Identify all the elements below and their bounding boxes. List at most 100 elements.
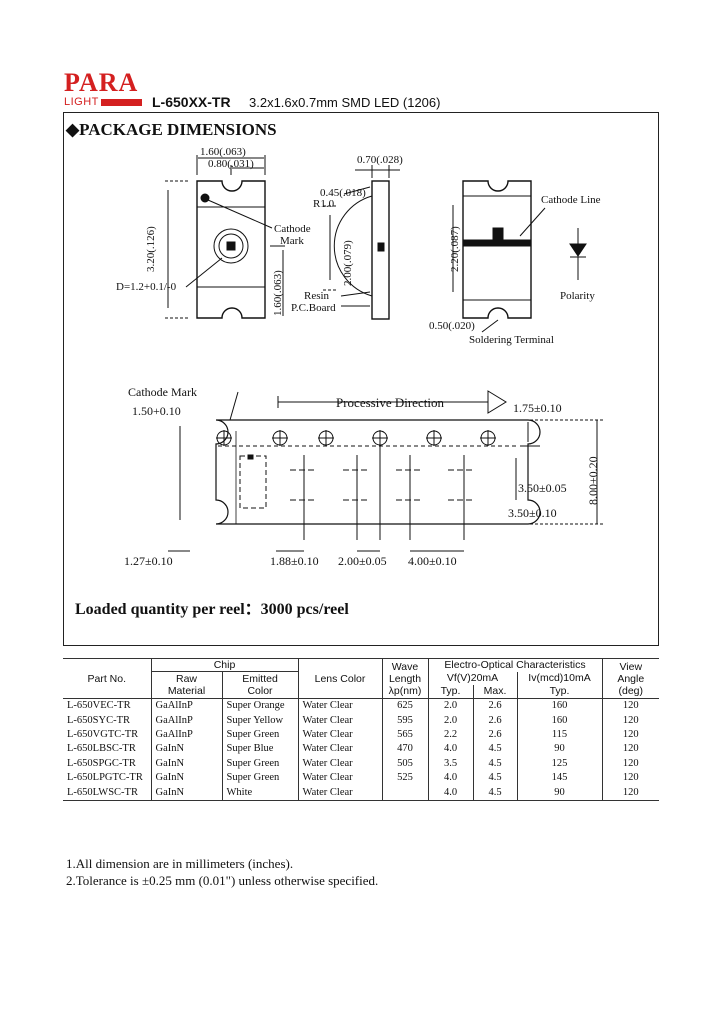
characteristics-table: Part No. Chip Lens Color Wave Length λp(… bbox=[63, 658, 659, 801]
table-cell: L-650VGTC-TR bbox=[63, 727, 152, 743]
table-cell: GaInN bbox=[151, 770, 223, 786]
dim-left-320: 3.20(.126) bbox=[145, 226, 157, 272]
table-cell: GaInN bbox=[151, 756, 223, 771]
table-cell: Water Clear bbox=[298, 756, 383, 771]
dim-tape-200: 2.00±0.05 bbox=[338, 554, 387, 568]
dim-tape-800: 8.00±0.20 bbox=[586, 456, 600, 505]
table-cell: GaAlInP bbox=[151, 727, 223, 743]
dim-top-160: 1.60(.063) bbox=[200, 146, 246, 158]
table-cell: Water Clear bbox=[298, 742, 383, 757]
package-frame bbox=[63, 112, 659, 646]
th-view-1: View bbox=[619, 660, 643, 673]
table-cell: Super Green bbox=[222, 756, 299, 771]
logo-para: PARA bbox=[64, 68, 139, 97]
dim-side-045: 0.45(.018) bbox=[320, 187, 366, 199]
logo-bar bbox=[101, 99, 142, 106]
note-2: 2.Tolerance is ±0.25 mm (0.01") unless o… bbox=[66, 873, 379, 888]
dim-side-r: R1.0 bbox=[313, 198, 335, 210]
table-cell: Water Clear bbox=[298, 785, 383, 801]
th-part-no: Part No. bbox=[63, 658, 152, 699]
th-emitted-color: Emitted Color bbox=[222, 671, 299, 699]
th-vf: Vf(V)20mA bbox=[428, 671, 518, 685]
bottom-view: Cathode Line 2.20(.087) Polarity 0.50(.0… bbox=[429, 180, 601, 346]
th-iv-typ: Typ. bbox=[517, 684, 603, 699]
top-view: 1.60(.063) 0.80(.031) 3.20(.126) Cathode… bbox=[116, 146, 311, 319]
th-view-2: Angle bbox=[617, 672, 645, 685]
table-cell: L-650LWSC-TR bbox=[63, 785, 152, 801]
reel-quantity: Loaded quantity per reel：3000 pcs/reel bbox=[75, 601, 349, 618]
th-emit-1: Emitted bbox=[242, 673, 278, 685]
section-title: ◆PACKAGE DIMENSIONS bbox=[66, 120, 277, 139]
table-cell: 160 bbox=[517, 698, 603, 714]
logo-light: LIGHT bbox=[64, 96, 99, 108]
table-cell: GaInN bbox=[151, 785, 223, 801]
table-cell: Super Green bbox=[222, 727, 299, 743]
table-cell: 2.6 bbox=[473, 698, 518, 714]
model-description: 3.2x1.6x0.7mm SMD LED (1206) bbox=[249, 95, 441, 110]
table-cell: 2.6 bbox=[473, 713, 518, 728]
table-cell: GaAlInP bbox=[151, 698, 223, 714]
table-cell: 4.0 bbox=[428, 785, 474, 801]
table-cell: L-650LBSC-TR bbox=[63, 742, 152, 757]
table-cell: 4.5 bbox=[473, 770, 518, 786]
table-cell: Water Clear bbox=[298, 698, 383, 714]
table-cell: 565 bbox=[382, 727, 429, 743]
dim-tape-400: 4.00±0.10 bbox=[408, 554, 457, 568]
table-cell: Super Yellow bbox=[222, 713, 299, 728]
tape-cathode-mark: Cathode Mark bbox=[128, 385, 197, 399]
dim-tape-188: 1.88±0.10 bbox=[270, 554, 319, 568]
label-cathode: Cathode bbox=[274, 223, 311, 235]
dim-tape-350b: 3.50±0.10 bbox=[508, 506, 557, 520]
th-wave-3: λp(nm) bbox=[388, 684, 422, 697]
side-view: 0.70(.028) R1.0 0.45(.018) 2.00(.079) Re… bbox=[291, 154, 403, 320]
table-cell: 120 bbox=[622, 714, 639, 726]
table-cell: Water Clear bbox=[298, 727, 383, 743]
dim-tape-350a: 3.50±0.05 bbox=[518, 481, 567, 495]
table-cell: 595 bbox=[382, 713, 429, 728]
table-cell: White bbox=[222, 785, 299, 801]
table-cell: 120 bbox=[622, 786, 639, 798]
table-cell: 3.5 bbox=[428, 756, 474, 771]
table-cell: 120 bbox=[622, 757, 639, 769]
th-wave-1: Wave bbox=[391, 660, 419, 673]
th-wave-length: Wave Length λp(nm) bbox=[382, 658, 429, 699]
th-raw-2: Material bbox=[167, 685, 206, 697]
table-cell: 2.6 bbox=[473, 727, 518, 743]
table-cell: GaAlInP bbox=[151, 713, 223, 728]
table-cell: 90 bbox=[517, 785, 603, 801]
table-cell: Water Clear bbox=[298, 770, 383, 786]
table-cell: 2.2 bbox=[428, 727, 474, 743]
table-cell: GaInN bbox=[151, 742, 223, 757]
table-cell: 145 bbox=[517, 770, 603, 786]
table-cell: Water Clear bbox=[298, 713, 383, 728]
table-cell: 4.5 bbox=[473, 742, 518, 757]
label-mark: Mark bbox=[280, 235, 304, 247]
dim-tape-150: 1.50+0.10 bbox=[132, 404, 181, 418]
table-cell: Super Orange bbox=[222, 698, 299, 714]
table-cell: 125 bbox=[517, 756, 603, 771]
dim-side-070: 0.70(.028) bbox=[357, 154, 403, 166]
table-cell bbox=[382, 785, 429, 801]
table-cell: 115 bbox=[517, 727, 603, 743]
label-polarity: Polarity bbox=[560, 290, 595, 302]
label-soldering: Soldering Terminal bbox=[469, 334, 554, 346]
table-cell: 90 bbox=[517, 742, 603, 757]
table-cell: 4.5 bbox=[473, 785, 518, 801]
dim-top-080: 0.80(.031) bbox=[208, 158, 254, 170]
label-pcboard: P.C.Board bbox=[291, 302, 336, 314]
table-cell: 505 bbox=[382, 756, 429, 771]
table-cell: 120 bbox=[622, 772, 639, 784]
table-cell: 120 bbox=[622, 700, 639, 712]
th-electro-optical: Electro-Optical Characteristics bbox=[428, 658, 603, 672]
th-vf-typ: Typ. bbox=[428, 684, 474, 699]
dim-tape-175: 1.75±0.10 bbox=[513, 401, 562, 415]
table-cell: 4.0 bbox=[428, 742, 474, 757]
table-cell: Super Blue bbox=[222, 742, 299, 757]
